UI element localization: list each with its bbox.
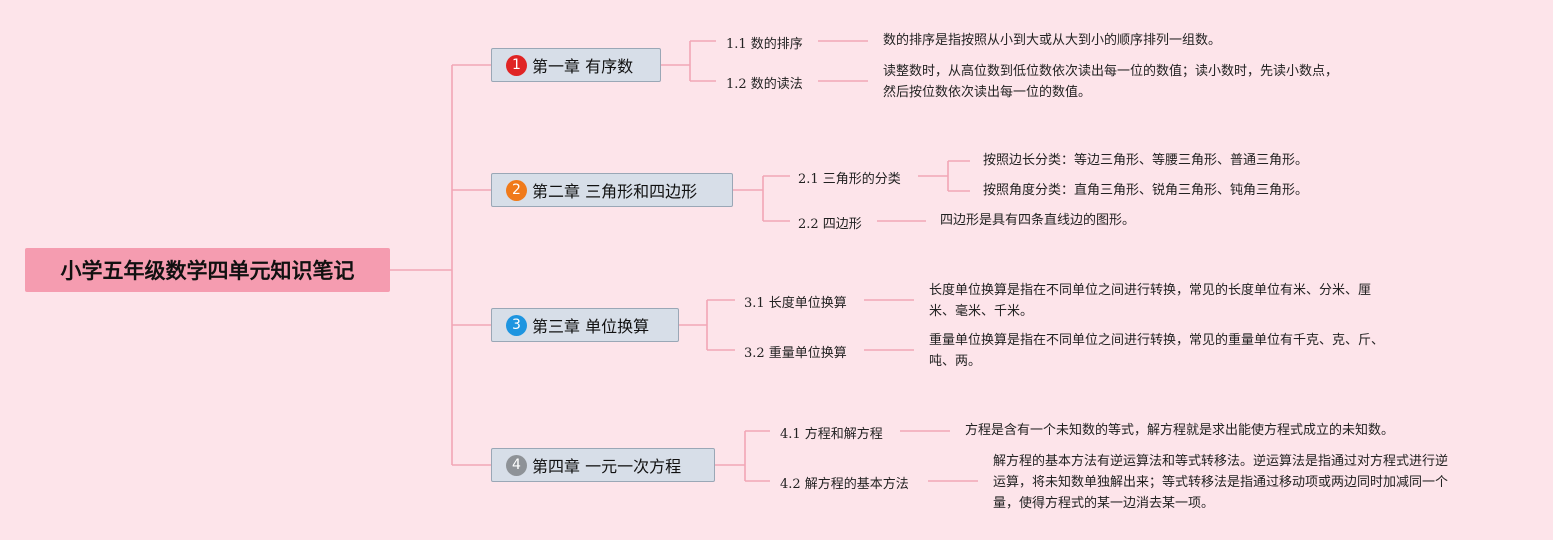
note-3-1[interactable]: 长度单位换算是指在不同单位之间进行转换，常见的长度单位有米、分米、厘 米、毫米、… <box>929 280 1371 322</box>
subtopic-4-2[interactable]: 4.2 解方程的基本方法 <box>780 477 909 492</box>
note-3-1-line-2: 米、毫米、千米。 <box>929 304 1034 319</box>
chapter-1-label: 第一章 有序数 <box>532 57 634 76</box>
note-2-2-line-1: 四边形是具有四条直线边的图形。 <box>940 213 1136 228</box>
root-topic-title: 小学五年级数学四单元知识笔记 <box>60 259 355 283</box>
subtopic-4-1[interactable]: 4.1 方程和解方程 <box>780 427 883 442</box>
note-3-2-line-1: 重量单位换算是指在不同单位之间进行转换，常见的重量单位有千克、克、斤、 <box>929 333 1385 348</box>
priority-1-icon: 1 <box>506 54 527 76</box>
note-1-1[interactable]: 数的排序是指按照从小到大或从大到小的顺序排列一组数。 <box>883 30 1221 51</box>
note-4-1[interactable]: 方程是含有一个未知数的等式，解方程就是求出能使方程式成立的未知数。 <box>965 420 1394 441</box>
chapter-4-topic[interactable]: 4 第四章 一元一次方程 <box>491 448 715 482</box>
root-topic[interactable]: 小学五年级数学四单元知识笔记 <box>25 248 390 292</box>
subtopic-3-2[interactable]: 3.2 重量单位换算 <box>744 346 847 361</box>
note-2-1-a[interactable]: 按照边长分类：等边三角形、等腰三角形、普通三角形。 <box>983 150 1308 171</box>
subtopic-1-2[interactable]: 1.2 数的读法 <box>726 77 803 92</box>
note-2-1-a-line-1: 按照边长分类：等边三角形、等腰三角形、普通三角形。 <box>983 153 1309 168</box>
priority-2-icon: 2 <box>506 179 527 201</box>
priority-4-icon: 4 <box>506 454 527 476</box>
note-4-1-line-1: 方程是含有一个未知数的等式，解方程就是求出能使方程式成立的未知数。 <box>965 423 1395 438</box>
note-2-2[interactable]: 四边形是具有四条直线边的图形。 <box>940 210 1135 231</box>
note-1-2-line-2: 然后按位数依次读出每一位的数值。 <box>883 85 1092 100</box>
note-4-2[interactable]: 解方程的基本方法有逆运算法和等式转移法。逆运算法是指通过对方程式进行逆 运算，将… <box>993 451 1448 514</box>
note-1-2[interactable]: 读整数时，从高位数到低位数依次读出每一位的数值；读小数时，先读小数点， 然后按位… <box>883 61 1338 103</box>
note-4-2-line-3: 量，使得方程式的某一边消去某一项。 <box>993 496 1215 511</box>
note-3-2[interactable]: 重量单位换算是指在不同单位之间进行转换，常见的重量单位有千克、克、斤、 吨、两。 <box>929 330 1384 372</box>
subtopic-3-1[interactable]: 3.1 长度单位换算 <box>744 296 847 311</box>
chapter-2-label: 第二章 三角形和四边形 <box>532 182 698 201</box>
note-4-2-line-1: 解方程的基本方法有逆运算法和等式转移法。逆运算法是指通过对方程式进行逆 <box>993 454 1449 469</box>
note-1-1-line-1: 数的排序是指按照从小到大或从大到小的顺序排列一组数。 <box>883 33 1222 48</box>
chapter-3-label: 第三章 单位换算 <box>532 317 650 336</box>
note-2-1-b-line-1: 按照角度分类：直角三角形、锐角三角形、钝角三角形。 <box>983 183 1309 198</box>
subtopic-2-1[interactable]: 2.1 三角形的分类 <box>798 172 901 187</box>
chapter-3-topic[interactable]: 3 第三章 单位换算 <box>491 308 679 342</box>
subtopic-2-2[interactable]: 2.2 四边形 <box>798 217 862 232</box>
chapter-2-topic[interactable]: 2 第二章 三角形和四边形 <box>491 173 733 207</box>
note-3-2-line-2: 吨、两。 <box>929 354 982 369</box>
note-2-1-b[interactable]: 按照角度分类：直角三角形、锐角三角形、钝角三角形。 <box>983 180 1308 201</box>
priority-3-icon: 3 <box>506 314 527 336</box>
chapter-4-label: 第四章 一元一次方程 <box>532 457 682 476</box>
note-1-2-line-1: 读整数时，从高位数到低位数依次读出每一位的数值；读小数时，先读小数点， <box>883 64 1339 79</box>
subtopic-1-1[interactable]: 1.1 数的排序 <box>726 37 803 52</box>
note-4-2-line-2: 运算，将未知数单独解出来；等式转移法是指通过移动项或两边同时加减同一个 <box>993 475 1449 490</box>
note-3-1-line-1: 长度单位换算是指在不同单位之间进行转换，常见的长度单位有米、分米、厘 <box>929 283 1372 298</box>
chapter-1-topic[interactable]: 1 第一章 有序数 <box>491 48 661 82</box>
